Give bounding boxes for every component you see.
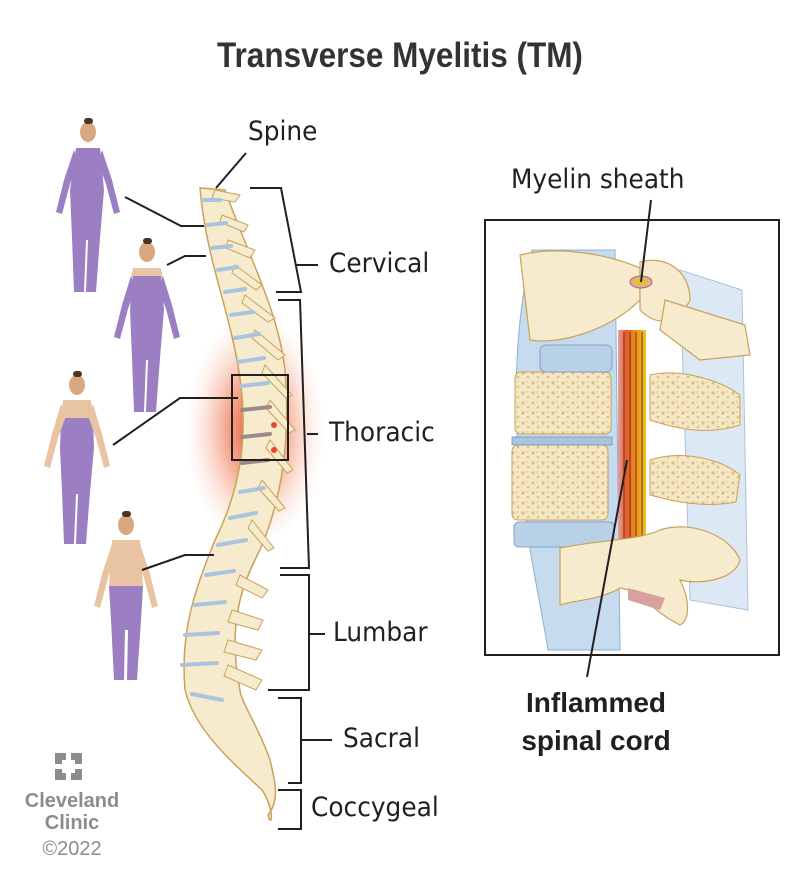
label-lumbar: Lumbar xyxy=(333,617,428,648)
cleveland-clinic-logo: Cleveland Clinic ©2022 xyxy=(22,752,122,862)
label-inflamed-spinal-cord: Inflammed spinal cord xyxy=(496,684,696,760)
body-figure-1 xyxy=(56,118,120,292)
page-title: Transverse Myelitis (TM) xyxy=(217,36,583,75)
copyright: ©2022 xyxy=(42,838,102,860)
label-thoracic: Thoracic xyxy=(329,417,435,448)
inflamed-region-box xyxy=(231,374,289,461)
logo-name-line1: Cleveland xyxy=(24,790,120,812)
logo-name-line2: Clinic xyxy=(44,812,100,834)
inset-spine-cross-section xyxy=(511,249,751,651)
label-inflamed-line1: Inflammed xyxy=(525,687,667,718)
label-coccygeal: Coccygeal xyxy=(311,792,439,823)
spine-column xyxy=(180,187,296,821)
body-figure-3 xyxy=(44,371,110,544)
label-inflamed-line2: spinal cord xyxy=(521,725,671,756)
label-myelin-sheath: Myelin sheath xyxy=(511,164,685,195)
inflamed-spinal-cord xyxy=(618,330,646,545)
label-spine: Spine xyxy=(248,116,318,147)
body-figure-2 xyxy=(114,238,180,412)
body-figure-4 xyxy=(94,511,158,680)
label-sacral: Sacral xyxy=(343,723,420,754)
cleveland-clinic-logo-icon xyxy=(55,753,82,780)
label-cervical: Cervical xyxy=(329,248,430,279)
